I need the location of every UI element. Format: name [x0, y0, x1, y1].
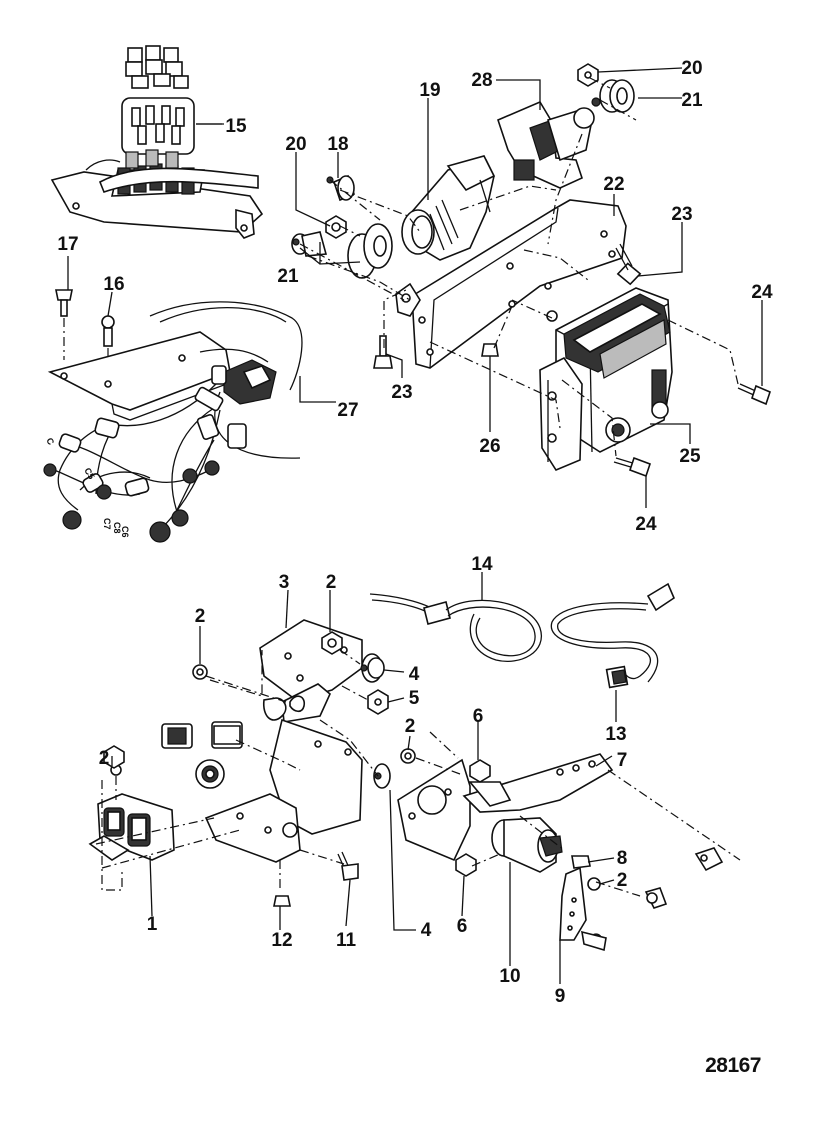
ecm-module	[539, 287, 673, 471]
callout-11: 11	[336, 930, 357, 951]
callout-9: 9	[555, 986, 566, 1007]
screw-11	[337, 851, 359, 881]
callout-4-b: 4	[421, 920, 432, 941]
callout-12: 12	[271, 930, 292, 951]
cable-13	[550, 582, 675, 689]
starter-motor-10	[491, 817, 563, 873]
grommet-4-mid	[373, 763, 391, 789]
nut-6-bottom	[455, 853, 477, 877]
callout-26: 26	[479, 436, 500, 457]
callout-5: 5	[409, 688, 420, 709]
screw-12	[273, 895, 291, 907]
wire-tags: C C5 C7 C8 C6	[44, 436, 130, 538]
nut-2-right	[587, 877, 601, 891]
nut-2-left	[192, 664, 208, 680]
callout-23-a: 23	[671, 204, 692, 225]
connector-shield-19	[401, 155, 496, 261]
callout-20-b: 20	[681, 58, 702, 79]
screw-24-right	[737, 383, 771, 406]
callout-17: 17	[57, 234, 78, 255]
grommet-21-center	[347, 223, 393, 279]
grommet-18	[326, 174, 355, 202]
callout-10: 10	[499, 966, 520, 987]
screw-8	[571, 855, 591, 869]
callout-14: 14	[471, 554, 493, 575]
callout-2-b: 2	[195, 606, 206, 627]
wire-tag: C8	[112, 522, 122, 534]
screw-17	[55, 289, 73, 360]
connector-plugs	[161, 721, 243, 789]
connector-cover-28	[497, 100, 595, 189]
starter-bracket-plate	[397, 753, 614, 862]
callout-2-a: 2	[326, 572, 337, 593]
lever-arm-9	[559, 866, 587, 941]
nut-2-mid	[400, 748, 416, 764]
callout-6-b: 6	[457, 916, 468, 937]
clip	[694, 847, 724, 872]
leader-lines	[67, 67, 763, 984]
callout-2-d: 2	[99, 748, 110, 769]
callout-21-b: 21	[681, 90, 703, 111]
callout-19: 19	[419, 80, 440, 101]
nut-20-left	[325, 215, 347, 239]
assembly-lines-upper	[299, 77, 739, 457]
callout-4-a: 4	[409, 664, 420, 685]
nut-20-right	[577, 63, 599, 87]
callout-labels: 1 2 2 2 2 2 3 4 4 5 6 6 7 8 9 10 11 12 1…	[57, 58, 773, 1007]
relay-set	[125, 45, 189, 89]
lower-bracket	[204, 793, 301, 863]
callout-2-e: 2	[617, 870, 628, 891]
callout-1: 1	[147, 914, 158, 935]
callout-13: 13	[605, 724, 626, 745]
cable-14	[369, 593, 543, 662]
grommet-21-left	[291, 231, 328, 257]
callout-24-b: 24	[635, 514, 657, 535]
callout-8: 8	[617, 848, 628, 869]
fuse-set	[121, 97, 195, 155]
screw-23-upper	[615, 243, 642, 286]
grommet-4-top	[360, 653, 385, 683]
callout-18: 18	[327, 134, 348, 155]
callout-24-a: 24	[751, 282, 773, 303]
callout-3: 3	[279, 572, 290, 593]
callout-6-a: 6	[473, 706, 484, 727]
figure-number: 28167	[705, 1054, 761, 1077]
nut-6-top	[469, 759, 491, 783]
nut-2-bottom-left	[103, 745, 125, 769]
ecm-mounting-bracket	[395, 199, 627, 369]
pivot-fittings	[581, 887, 668, 952]
callout-15: 15	[225, 116, 247, 137]
callout-21-a: 21	[277, 266, 299, 287]
screw-23-lower	[373, 335, 393, 369]
callout-27: 27	[337, 400, 358, 421]
callout-2-c: 2	[405, 716, 416, 737]
callout-28: 28	[471, 70, 492, 91]
callout-16: 16	[103, 274, 124, 295]
nut-5	[367, 689, 389, 715]
callout-23-b: 23	[391, 382, 412, 403]
callout-22: 22	[603, 174, 624, 195]
screw-24-bottom	[613, 456, 652, 478]
callout-25: 25	[679, 446, 701, 467]
callout-7: 7	[617, 750, 628, 771]
wire-tag: C7	[102, 518, 112, 530]
engine-harness-assembly	[43, 301, 303, 543]
nut-2-top	[321, 631, 343, 655]
wire-tag: C	[44, 436, 56, 447]
fuse-relay-block-assembly	[50, 45, 264, 239]
wire-tag: C5	[82, 466, 96, 481]
callout-20-a: 20	[285, 134, 306, 155]
wire-tag: C6	[120, 526, 130, 538]
assembly-lines-lower	[95, 649, 741, 897]
